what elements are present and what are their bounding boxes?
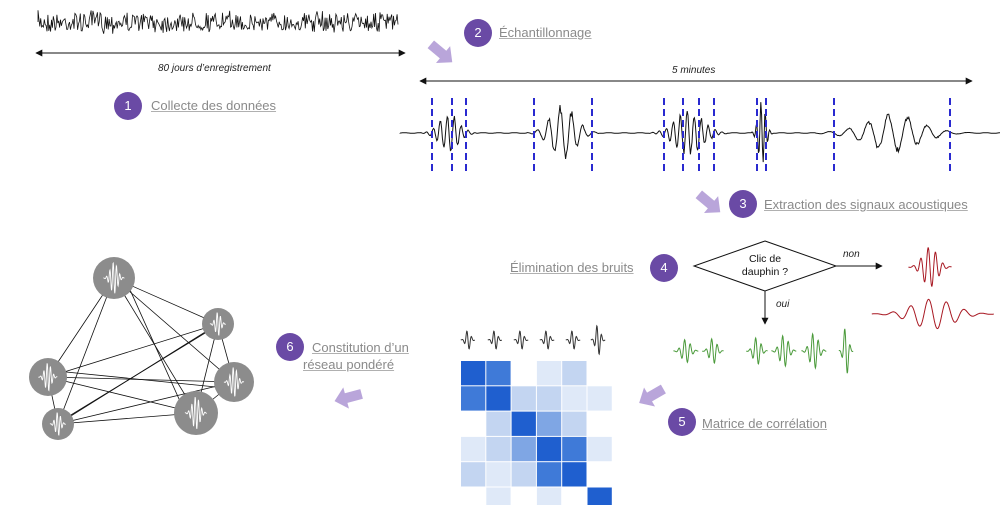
network-node-2: [202, 308, 234, 340]
arrow-step3: [695, 190, 721, 213]
matrix-cell-2-0: [461, 411, 486, 436]
click-signal-5: [801, 332, 827, 370]
click-signal-3: [746, 336, 768, 365]
matrix-cell-0-5: [587, 361, 612, 386]
click-signal-2: [702, 337, 724, 365]
matrix-cell-5-4: [562, 487, 587, 505]
decision-no-label: non: [843, 249, 860, 260]
matrix-cell-3-0: [461, 436, 486, 462]
network-nodes: [29, 257, 254, 440]
arrow-step2: [427, 40, 453, 63]
step-1-label: Collecte des données: [151, 98, 277, 113]
step-3-badge: 3: [729, 190, 757, 218]
click-signal-4: [771, 334, 797, 368]
network-edge-0-5: [57, 277, 115, 425]
network-node-3: [214, 362, 254, 402]
network-node-5: [29, 358, 67, 396]
matrix-cell-0-0: [461, 361, 486, 386]
matrix-cell-2-3: [536, 411, 562, 436]
matrix-cell-4-3: [536, 462, 562, 487]
decision-question: Clic de dauphin ?: [725, 253, 805, 279]
segment-cut-lines: [431, 98, 951, 172]
matrix-cell-1-2: [511, 386, 536, 411]
network-edge-0-2: [113, 277, 235, 383]
matrix-cell-4-1: [486, 462, 511, 487]
matrix-cell-4-2: [511, 462, 536, 487]
matrix-cell-4-4: [562, 462, 587, 487]
correlation-matrix: [461, 361, 612, 505]
network-edge-extra-1: [65, 329, 211, 419]
matrix-cell-1-0: [461, 386, 486, 411]
matrix-cell-3-5: [587, 436, 612, 462]
matrix-cell-5-1: [486, 487, 511, 505]
workflow-arrows: [334, 40, 721, 409]
header-click-2: [487, 330, 503, 350]
matrix-cell-5-3: [536, 487, 562, 505]
step-4-badge: 4: [650, 254, 678, 282]
matrix-cell-2-4: [562, 411, 587, 436]
click-signal-1: [673, 338, 699, 364]
matrix-cell-3-3: [536, 436, 562, 462]
matrix-cell-0-2: [511, 361, 536, 386]
decision-line-1: Clic de: [748, 253, 782, 265]
network-node-1: [93, 257, 135, 299]
matrix-cell-4-5: [587, 462, 612, 487]
step-5-badge: 5: [668, 408, 696, 436]
recording-waveform: [37, 10, 399, 34]
matrix-cell-1-1: [486, 386, 511, 411]
step-2-label: Échantillonnage: [499, 25, 592, 40]
matrix-cell-0-4: [562, 361, 587, 386]
step-2-badge: 2: [464, 19, 492, 47]
arrow-step5: [639, 384, 666, 407]
network-edge-3-5: [57, 412, 197, 425]
noise-signals: [871, 247, 994, 330]
matrix-cell-0-3: [536, 361, 562, 386]
decision-yes-label: oui: [776, 299, 790, 310]
step-6-label-line-2: réseau pondéré: [303, 357, 395, 372]
matrix-cell-3-4: [562, 436, 587, 462]
matrix-cell-3-2: [511, 436, 536, 462]
network-edges: [47, 271, 235, 425]
network-node-4: [174, 391, 218, 435]
matrix-cell-0-1: [486, 361, 511, 386]
matrix-cell-3-1: [486, 436, 511, 462]
header-click-4: [539, 330, 555, 350]
click-signal-6: [838, 328, 854, 374]
matrix-cell-5-5: [587, 487, 612, 505]
decision-line-2: dauphin ?: [741, 266, 789, 278]
matrix-cell-5-2: [511, 487, 536, 505]
click-signals: [673, 328, 854, 374]
matrix-cell-2-2: [511, 411, 536, 436]
network-edge-3-4: [47, 376, 197, 414]
step-4-label: Élimination des bruits: [510, 260, 634, 275]
recording-duration-label: 80 jours d’enregistrement: [158, 63, 271, 74]
matrix-cell-1-5: [587, 386, 612, 411]
matrix-cell-4-0: [461, 462, 486, 487]
header-click-6: [590, 324, 606, 356]
matrix-cell-1-3: [536, 386, 562, 411]
sample-duration-label: 5 minutes: [672, 65, 716, 76]
header-click-5: [565, 330, 581, 350]
arrow-step6: [334, 387, 363, 409]
network-edge-extra-0: [55, 370, 227, 389]
matrix-cell-1-4: [562, 386, 587, 411]
matrix-cell-5-0: [461, 487, 486, 505]
step-6-label-line-1: Constitution d’un: [312, 340, 409, 355]
network-edge-extra-2: [121, 271, 189, 420]
network-edge-2-5: [57, 381, 235, 425]
step-6-badge: 6: [276, 333, 304, 361]
matrix-cell-2-5: [587, 411, 612, 436]
step-3-label: Extraction des signaux acoustiques: [764, 197, 968, 212]
matrix-header-clicks: [460, 324, 606, 356]
header-click-1: [460, 330, 476, 350]
step-1-badge: 1: [114, 92, 142, 120]
header-click-3: [513, 330, 529, 350]
step-5-label: Matrice de corrélation: [702, 416, 827, 431]
network-node-6: [42, 408, 74, 440]
matrix-cell-2-1: [486, 411, 511, 436]
network-edge-1-4: [47, 323, 219, 378]
